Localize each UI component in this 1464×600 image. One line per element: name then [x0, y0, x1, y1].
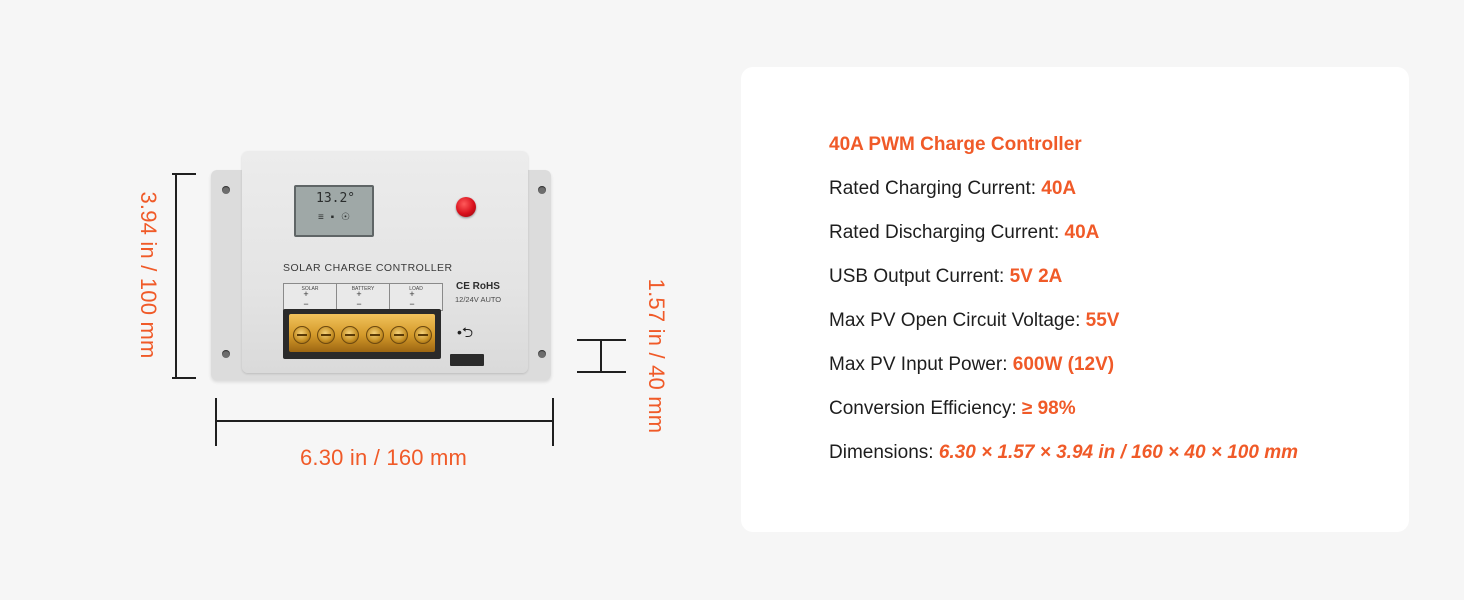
spec-value: 40A: [1064, 222, 1100, 243]
width-dimension-right-tick: [552, 398, 554, 446]
spec-value: 600W (12V): [1012, 354, 1115, 375]
spec-row-usb-output-current: USB Output Current: 5V 2A: [829, 264, 1298, 290]
height-dimension-top-tick: [172, 173, 196, 175]
device-panel-label: SOLAR CHARGE CONTROLLER: [283, 262, 453, 274]
spec-label: Dimensions:: [829, 442, 939, 463]
spec-card: [741, 67, 1409, 532]
terminal-screw: [414, 326, 432, 344]
spec-label: Max PV Open Circuit Voltage:: [829, 310, 1086, 331]
spec-label: Max PV Input Power:: [829, 354, 1013, 375]
certification-marks: CE RoHS: [456, 281, 500, 292]
width-dimension-line: [215, 420, 554, 422]
red-control-button: [456, 197, 476, 217]
spec-value: 5V 2A: [1009, 266, 1063, 287]
height-dimension-line: [175, 173, 177, 379]
spec-value: 40A: [1041, 178, 1077, 199]
depth-dimension-bottom-tick: [577, 371, 626, 373]
spec-value: 6.30 × 1.57 × 3.94 in / 160 × 40 × 100 m…: [938, 442, 1298, 463]
lcd-status-icons: ≡ ▪ ☉: [318, 212, 352, 223]
terminal-label-load: LOAD + −: [409, 286, 429, 309]
spec-row-max-pv-input-power: Max PV Input Power: 600W (12V): [829, 352, 1298, 378]
mount-hole-top-right: [538, 186, 546, 194]
spec-row-rated-charging-current: Rated Charging Current: 40A: [829, 176, 1298, 202]
width-dimension-label: 6.30 in / 160 mm: [300, 445, 468, 470]
mount-hole-bottom-right: [538, 350, 546, 358]
voltage-mode-label: 12/24V AUTO: [455, 295, 502, 304]
lcd-display: 13.2° ≡ ▪ ☉: [294, 185, 374, 237]
mount-hole-bottom-left: [222, 350, 230, 358]
usb-port: [450, 354, 484, 366]
spec-row-conversion-efficiency: Conversion Efficiency: ≥ 98%: [829, 396, 1298, 422]
spec-label: Rated Charging Current:: [829, 178, 1042, 199]
terminal-screw: [366, 326, 384, 344]
spec-value: ≥ 98%: [1021, 398, 1076, 419]
spec-label: USB Output Current:: [829, 266, 1010, 287]
depth-dimension-label: 1.57 in / 40 mm: [644, 278, 669, 434]
terminal-screw: [317, 326, 335, 344]
terminal-cover: [289, 314, 435, 352]
spec-row-dimensions: Dimensions: 6.30 × 1.57 × 3.94 in / 160 …: [829, 440, 1298, 466]
terminal-label-strip: SOLAR + − BATTERY + − LOAD + −: [283, 283, 443, 311]
spec-title: 40A PWM Charge Controller: [829, 134, 1082, 155]
terminal-screw: [390, 326, 408, 344]
screw-terminal-block: [283, 309, 441, 359]
spec-list: 40A PWM Charge Controller Rated Charging…: [829, 132, 1298, 484]
mount-hole-top-left: [222, 186, 230, 194]
terminal-label-solar: SOLAR + −: [284, 284, 337, 310]
spec-row-rated-discharging-current: Rated Discharging Current: 40A: [829, 220, 1298, 246]
depth-dimension-line: [600, 339, 602, 373]
width-dimension-left-tick: [215, 398, 217, 446]
usb-icon: •⮌: [457, 324, 474, 340]
terminal-label-battery: BATTERY + −: [337, 284, 390, 310]
spec-row-max-pv-open-circuit-voltage: Max PV Open Circuit Voltage: 55V: [829, 308, 1298, 334]
terminal-screw: [341, 326, 359, 344]
terminal-screw: [293, 326, 311, 344]
height-dimension-label: 3.94 in / 100 mm: [136, 191, 161, 359]
spec-value: 55V: [1085, 310, 1120, 331]
height-dimension-bottom-tick: [172, 377, 196, 379]
lcd-reading: 13.2°: [316, 191, 356, 206]
spec-label: Conversion Efficiency:: [829, 398, 1022, 419]
spec-label: Rated Discharging Current:: [829, 222, 1065, 243]
